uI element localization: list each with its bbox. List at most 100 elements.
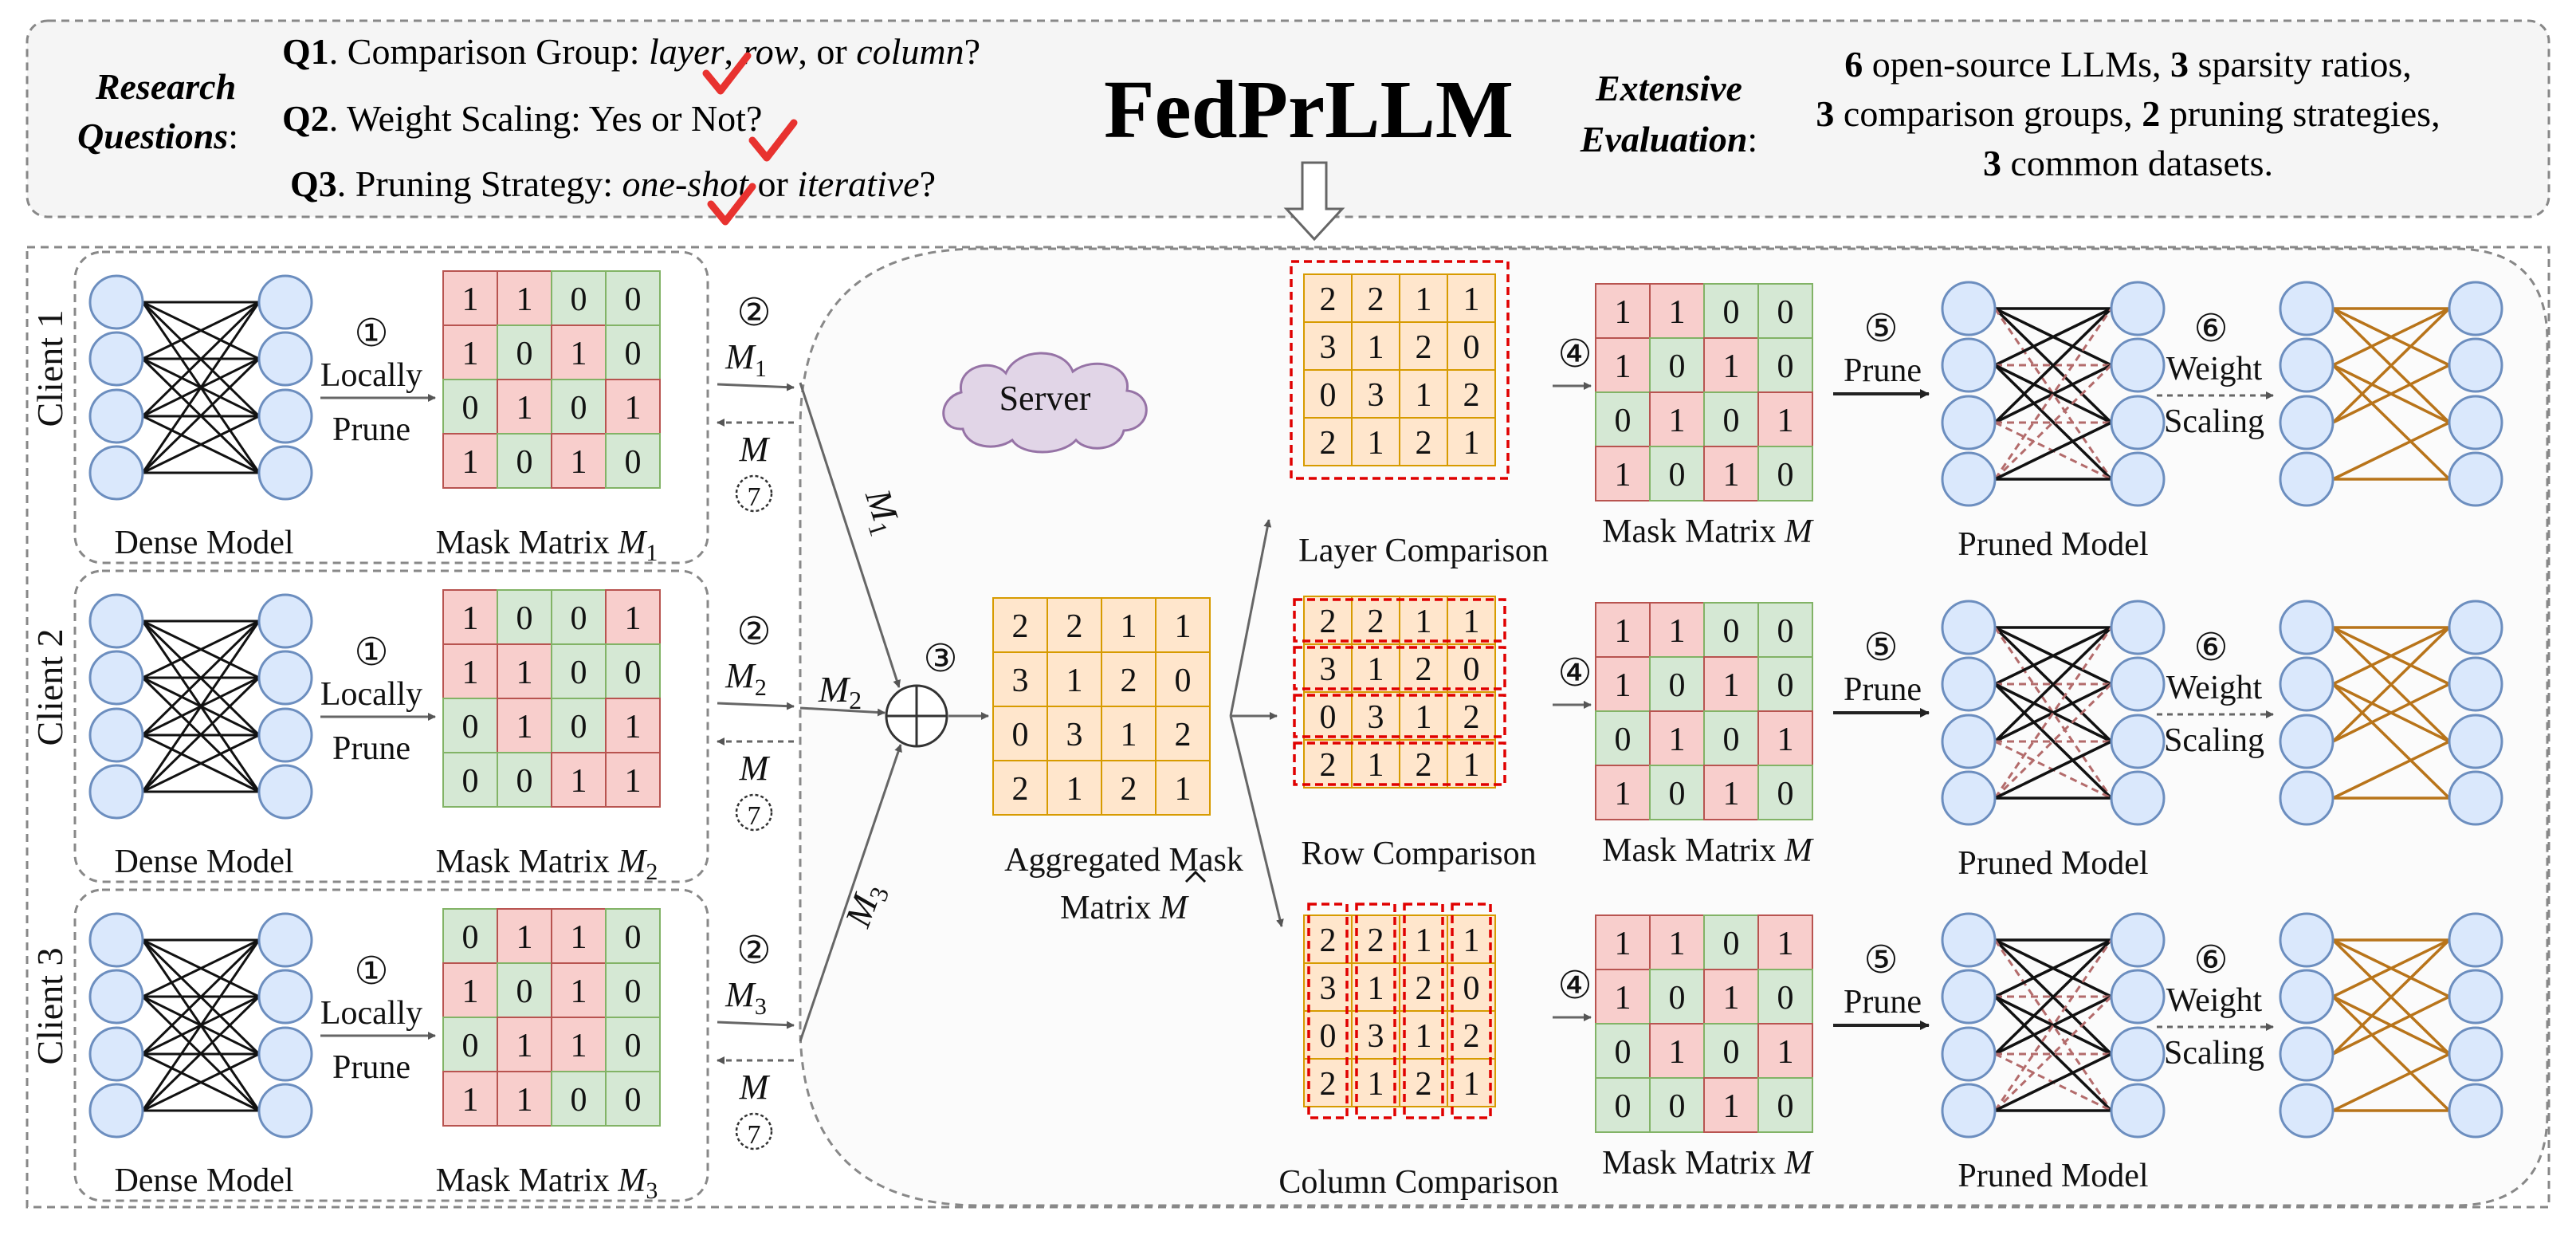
score-value: 2 xyxy=(1416,651,1432,688)
mask-cell xyxy=(1757,969,1813,1025)
mask-cell xyxy=(442,698,498,753)
mask-cell xyxy=(442,752,498,808)
pruned-edge xyxy=(1993,682,2113,800)
score-value: 1 xyxy=(1368,970,1384,1007)
pruned-edge xyxy=(1993,308,2113,480)
mask-value: 0 xyxy=(1615,1034,1632,1071)
score-value: 2 xyxy=(1012,771,1029,808)
mask-value: 1 xyxy=(571,1028,587,1064)
mask-value: 1 xyxy=(462,973,479,1010)
score-cell xyxy=(1351,962,1400,1012)
dense-model-network xyxy=(88,912,313,1139)
score-value: 1 xyxy=(1416,922,1432,959)
scaled-edge xyxy=(2332,1052,2450,1112)
mask-value: 0 xyxy=(462,709,479,745)
score-value: 0 xyxy=(1320,699,1337,736)
mask-value: 1 xyxy=(571,763,587,800)
neuron xyxy=(2110,656,2166,712)
step-3-marker: ③ xyxy=(923,638,957,680)
score-value: 0 xyxy=(1320,377,1337,414)
aggregated-label-line1: Aggregated Mask xyxy=(1004,842,1243,879)
hat-mark xyxy=(1184,870,1207,883)
neuron xyxy=(257,912,313,968)
neuron xyxy=(257,593,313,649)
mask-cell xyxy=(1757,283,1813,339)
global-mask-label: Mask Matrix M xyxy=(1602,832,1814,869)
mask-cell xyxy=(1595,1023,1651,1079)
score-cell xyxy=(1447,417,1496,466)
neuron xyxy=(2279,714,2334,769)
neuron xyxy=(88,445,144,501)
score-value: 1 xyxy=(1368,747,1384,784)
mask-cell xyxy=(1595,1077,1651,1133)
score-cell xyxy=(1303,1010,1353,1060)
mask-value: 1 xyxy=(1669,294,1686,331)
mask-cell xyxy=(605,324,661,380)
score-cell xyxy=(1155,760,1211,816)
download-mask-label: M xyxy=(739,749,771,788)
mask-cell xyxy=(1649,710,1705,766)
mask-value: 0 xyxy=(1777,776,1794,812)
mask-cell xyxy=(551,589,607,645)
mask-value: 1 xyxy=(516,919,533,956)
score-value: 2 xyxy=(1121,771,1137,808)
mask-value: 0 xyxy=(1669,1088,1686,1125)
neuron xyxy=(88,593,144,649)
mask-value: 0 xyxy=(462,390,479,427)
network-edge xyxy=(1994,307,2112,367)
mask-value: 1 xyxy=(516,709,533,745)
to-layer-arrow xyxy=(1229,519,1272,717)
neuron xyxy=(2448,912,2503,968)
pruned-model-network xyxy=(1941,281,2166,507)
global-prune-label: Prune xyxy=(1844,671,1922,708)
mask-value: 0 xyxy=(1669,348,1686,385)
mask-value: 0 xyxy=(462,919,479,956)
mask-cell xyxy=(497,270,552,326)
mask-value: 0 xyxy=(1669,980,1686,1017)
scaled-edge xyxy=(2332,682,2450,743)
to-column-arrow xyxy=(1229,715,1284,927)
score-value: 1 xyxy=(1368,329,1384,366)
neuron xyxy=(88,1083,144,1139)
score-value: 2 xyxy=(1320,747,1337,784)
pruned-edge xyxy=(1993,939,2113,1111)
scaled-model-network xyxy=(2279,600,2503,826)
score-value: 2 xyxy=(1121,663,1137,699)
page-title: FedPrLLM xyxy=(1104,64,1514,155)
evaluation-line-1: 6 open-source LLMs, 3 sparsity ratios, xyxy=(1844,44,2412,85)
score-value: 2 xyxy=(1368,281,1384,318)
neuron xyxy=(2279,1083,2334,1139)
mask-value: 0 xyxy=(625,1028,642,1064)
score-value: 1 xyxy=(1368,1066,1384,1103)
mask-cell xyxy=(551,1017,607,1072)
neuron xyxy=(1941,1026,1997,1082)
step-5-marker: ⑤ xyxy=(1863,308,1898,350)
step-2-marker: ② xyxy=(736,292,771,334)
mask-value: 0 xyxy=(571,1082,587,1119)
mask-cell xyxy=(1703,337,1759,393)
research-label-line2: Questions: xyxy=(77,116,238,156)
mask-value: 0 xyxy=(1723,1034,1740,1071)
neuron xyxy=(2110,770,2166,826)
mask-cell xyxy=(1649,446,1705,501)
mask-value: 0 xyxy=(625,655,642,691)
research-label-line1: Research xyxy=(95,66,236,107)
step-7-marker-ring xyxy=(735,474,773,513)
mask-value: 0 xyxy=(462,1028,479,1064)
network-edge xyxy=(142,415,260,474)
mask-value: 0 xyxy=(1669,457,1686,494)
score-cell xyxy=(1303,914,1353,964)
mask-value: 0 xyxy=(571,281,587,318)
neuron xyxy=(1941,714,1997,769)
mask-value: 0 xyxy=(1669,776,1686,812)
score-value: 2 xyxy=(1320,922,1337,959)
layer-group-outline xyxy=(1290,260,1510,480)
mask-cell xyxy=(1757,1077,1813,1133)
score-value: 2 xyxy=(1320,281,1337,318)
neuron xyxy=(1941,600,1997,655)
check-icon xyxy=(702,52,752,95)
